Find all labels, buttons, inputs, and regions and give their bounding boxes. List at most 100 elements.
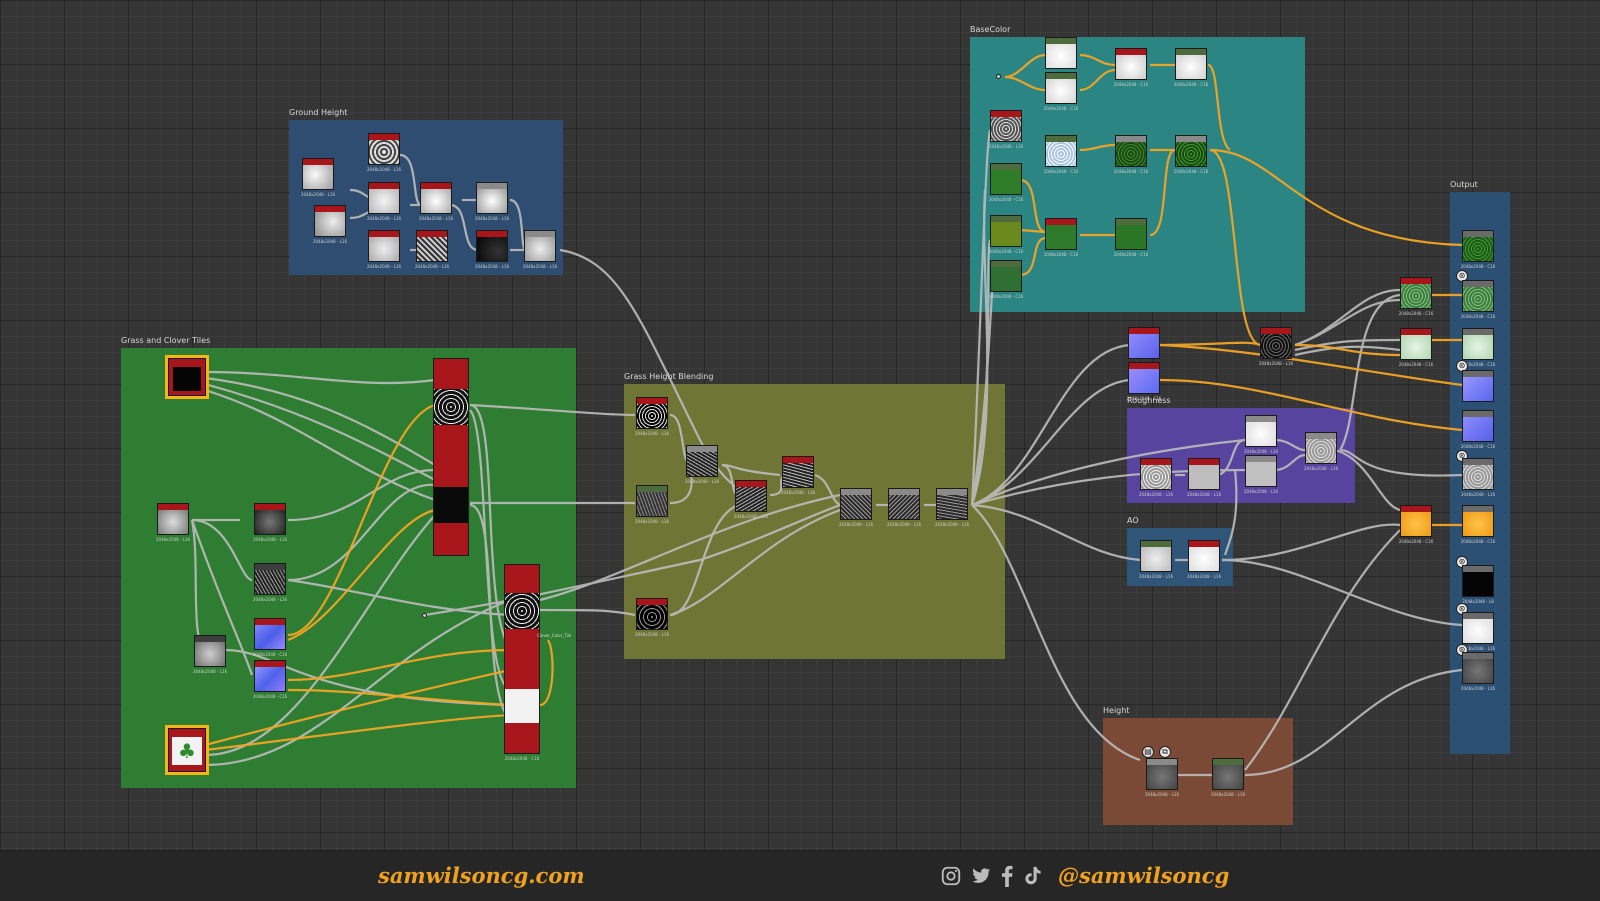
- node-info-icon[interactable]: ▤: [1142, 746, 1154, 758]
- node-height-blend[interactable]: 2048x2048 - L16: [839, 488, 873, 527]
- node-green-color[interactable]: 2048x2048 - C16: [989, 260, 1023, 299]
- node-olive-color[interactable]: 2048x2048 - C16: [989, 215, 1023, 254]
- node-graph-canvas[interactable]: Ground Height Grass and Clover Tiles Gra…: [0, 0, 1600, 850]
- social-handle[interactable]: @samwilsoncg: [1058, 863, 1230, 888]
- frame-title: Roughness: [1127, 396, 1171, 405]
- node-warp[interactable]: 2048x2048 - L16: [253, 503, 287, 542]
- node-green-blend[interactable]: 2048x2048 - C16: [1114, 218, 1148, 257]
- output-ao[interactable]: 2048x2048 - L16: [1461, 612, 1495, 651]
- node-grass-mask[interactable]: 2048x2048 - L16: [635, 598, 669, 637]
- wire: [1223, 469, 1238, 556]
- node-height-blend[interactable]: 2048x2048 - L16: [887, 488, 921, 527]
- node-normal[interactable]: 2048x2048 - C16: [253, 660, 287, 699]
- node-grass-mask[interactable]: 2048x2048 - L16: [635, 397, 669, 436]
- website-link[interactable]: samwilsoncg.com: [378, 863, 585, 888]
- node-base-blend[interactable]: 2048x2048 - C16: [1399, 328, 1433, 367]
- wire-color: [204, 713, 511, 752]
- node-grass-mask[interactable]: 2048x2048 - L16: [635, 485, 669, 524]
- output-normal[interactable]: [1462, 370, 1494, 402]
- reroute-dot[interactable]: [422, 613, 427, 618]
- node-ao-input[interactable]: 2048x2048 - L16: [1139, 540, 1173, 579]
- node-roughness-levels[interactable]: 2048x2048 - L16: [1187, 458, 1221, 497]
- node-green-color[interactable]: 2048x2048 - C16: [1114, 135, 1148, 174]
- node-color-blend[interactable]: 2048x2048 - C16: [1174, 48, 1208, 87]
- frame-height[interactable]: Height: [1103, 706, 1293, 825]
- instagram-icon[interactable]: [940, 865, 962, 887]
- facebook-icon[interactable]: [1000, 865, 1014, 887]
- tiktok-icon[interactable]: [1022, 865, 1044, 887]
- node-perlin-noise[interactable]: 2048x2048 - L16: [301, 158, 335, 197]
- output-albedo[interactable]: 2048x2048 - C16: [1461, 280, 1495, 319]
- wire: [1221, 523, 1401, 562]
- node-height-blend[interactable]: 2048x2048 - L16: [781, 456, 815, 495]
- node-gradient-map[interactable]: 2048x2048 - C16: [1044, 135, 1078, 174]
- output-subsurface[interactable]: 2048x2048 - C16: [1461, 328, 1495, 367]
- wire-color: [1079, 68, 1116, 92]
- node-noise[interactable]: 2048x2048 - L16: [475, 230, 509, 269]
- node-noise[interactable]: 2048x2048 - L16: [367, 133, 401, 172]
- node-green-blend[interactable]: 2048x2048 - C16: [1044, 218, 1078, 257]
- output-height[interactable]: 2048x2048 - L16: [1461, 652, 1495, 691]
- output-emissive[interactable]: 2048x2048 - C16: [1461, 505, 1495, 544]
- node-blend[interactable]: 2048x2048 - L16: [419, 182, 453, 221]
- node-blend[interactable]: 2048x2048 - L16: [367, 182, 401, 221]
- node-height-blend[interactable]: 2048x2048 - L16: [935, 488, 969, 527]
- node-grain[interactable]: 2048x2048 - L16: [253, 563, 287, 602]
- wire: [399, 153, 421, 206]
- node-green-color[interactable]: 2048x2048 - C16: [989, 163, 1023, 202]
- wire: [970, 284, 995, 506]
- node-orange-color[interactable]: 2048x2048 - C16: [1399, 505, 1433, 544]
- connection-wires: [190, 53, 1463, 777]
- output-normal[interactable]: 2048x2048 - C16: [1461, 410, 1495, 449]
- node-color-blend[interactable]: 2048x2048 - C16: [1044, 72, 1078, 111]
- node-link-icon[interactable]: ⧉: [1159, 746, 1171, 758]
- wire: [287, 483, 436, 582]
- node-noise[interactable]: 2048x2048 - L16: [193, 635, 227, 674]
- output-roughness[interactable]: 2048x2048 - L16: [1461, 458, 1495, 497]
- wire: [1221, 558, 1463, 627]
- node-clover-tile-input[interactable]: ♣: [165, 725, 209, 775]
- node-grass-tile-input[interactable]: [165, 355, 209, 399]
- wire-color: [1207, 63, 1231, 151]
- wire: [1244, 668, 1463, 777]
- node-tile-sampler-column[interactable]: 2048x2048 - C16: [504, 564, 540, 761]
- wire: [204, 388, 436, 502]
- reroute-dot[interactable]: [996, 74, 1001, 79]
- node-roughness-blend[interactable]: 2048x2048 - L16: [1244, 415, 1278, 454]
- wire: [191, 518, 253, 582]
- node-noise[interactable]: 2048x2048 - L16: [415, 230, 449, 269]
- node-base-blend[interactable]: 2048x2048 - C16: [1399, 277, 1433, 316]
- node-height-blend[interactable]: 2048x2048 - L16: [734, 480, 768, 519]
- node-tile-sampler-column[interactable]: [433, 358, 469, 556]
- output-metallic[interactable]: 2048x2048 - L8: [1462, 565, 1494, 604]
- wire: [669, 508, 841, 617]
- node-color-blend[interactable]: [1045, 37, 1077, 69]
- node-blend[interactable]: 2048x2048 - L16: [523, 230, 557, 269]
- node-normal-output[interactable]: [1128, 327, 1160, 359]
- node-noise[interactable]: 2048x2048 - L16: [156, 503, 190, 542]
- twitter-icon[interactable]: [970, 865, 992, 887]
- node-noise[interactable]: 2048x2048 - L16: [313, 205, 347, 244]
- node-noise[interactable]: 2048x2048 - L16: [367, 230, 401, 269]
- wire: [204, 370, 436, 385]
- frame-title: Ground Height: [289, 108, 348, 117]
- node-roughness-final[interactable]: 2048x2048 - L16: [1304, 432, 1338, 471]
- node-normal[interactable]: 2048x2048 - C16: [253, 618, 287, 657]
- wire: [971, 438, 1246, 507]
- node-green-color[interactable]: 2048x2048 - C16: [1174, 135, 1208, 174]
- node-height-grunge[interactable]: 2048x2048 - L16: [1259, 327, 1293, 366]
- node-levels[interactable]: 2048x2048 - L16: [475, 182, 509, 221]
- wire: [469, 503, 511, 721]
- node-roughness-blend[interactable]: 2048x2048 - L16: [1244, 455, 1278, 494]
- wire-color: [1004, 75, 1046, 92]
- node-ao-levels[interactable]: 2048x2048 - L16: [1187, 540, 1221, 579]
- node-noise[interactable]: 2048x2048 - L16: [989, 110, 1023, 149]
- output-basecolor[interactable]: 2048x2048 - C16: [1461, 230, 1495, 269]
- node-height-blend[interactable]: 2048x2048 - L16: [685, 445, 719, 484]
- node-color-blend[interactable]: 2048x2048 - C16: [1114, 48, 1148, 87]
- node-height-input[interactable]: 2048x2048 - L16: [1145, 758, 1179, 797]
- node-normal-output[interactable]: 2048x2048 - C16: [1127, 362, 1161, 401]
- node-roughness-noise[interactable]: 2048x2048 - L16: [1139, 458, 1173, 497]
- clover-icon: ♣: [172, 737, 202, 765]
- node-height-output[interactable]: 2048x2048 - L16: [1211, 758, 1245, 797]
